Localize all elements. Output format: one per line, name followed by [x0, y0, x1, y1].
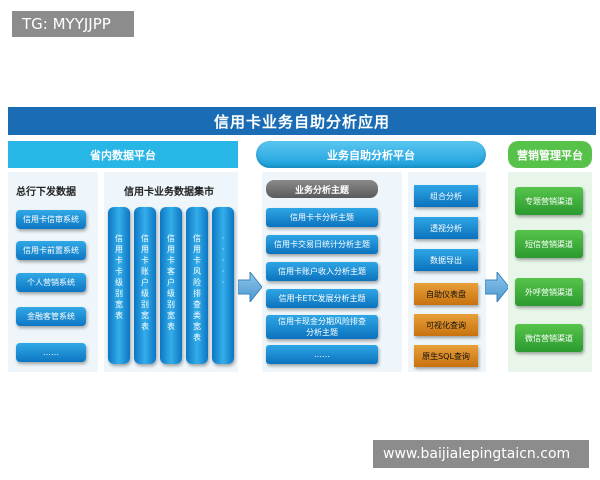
section-header-right-text: 营销管理平台	[517, 148, 583, 162]
datamart-column-char: ·	[221, 267, 225, 276]
tool-data-export[interactable]: 数据导出	[414, 249, 478, 271]
left-item-0[interactable]: 信用卡信审系统	[16, 210, 86, 229]
diagram-title: 信用卡业务自助分析应用	[8, 107, 596, 135]
channel-wechat-marketing[interactable]: 微信营销渠道	[515, 324, 583, 352]
datamart-column-char: 用	[141, 245, 149, 254]
topics-header: 业务分析主题	[266, 180, 378, 198]
left-item-2[interactable]: 个人营销系统	[16, 273, 86, 292]
datamart-column-char: ·	[221, 245, 225, 254]
datamart-column-customer[interactable]: 信用卡客户级别宽表	[160, 207, 182, 364]
datamart-column-char: 查	[193, 300, 201, 309]
topic-item-5[interactable]: ……	[266, 345, 378, 364]
flow-arrow-right-icon	[485, 272, 509, 302]
datamart-column-char: 户	[167, 278, 175, 287]
datamart-column-char: 别	[167, 300, 175, 309]
section-header-left: 省内数据平台	[8, 141, 238, 168]
datamart-column-char: 卡	[167, 256, 175, 265]
topic-item-4[interactable]: 信用卡现金分期风险排查 分析主题	[266, 315, 378, 339]
datamart-column-char: 表	[115, 311, 123, 320]
topic-item-2[interactable]: 信用卡账户收入分析主题	[266, 262, 378, 281]
datamart-column-char: 用	[167, 245, 175, 254]
datamart-column-char: 宽	[167, 311, 175, 320]
panel-headquarters-data	[8, 172, 98, 372]
datamart-column-char: 信	[193, 234, 201, 243]
datamart-column-char: 信	[141, 234, 149, 243]
panel-datamart-label: 信用卡业务数据集市	[124, 187, 214, 198]
datamart-column-char: 表	[193, 333, 201, 342]
datamart-column-char: 账	[141, 267, 149, 276]
datamart-column-more[interactable]: · · · · ·	[212, 207, 234, 364]
datamart-column-char: 户	[141, 278, 149, 287]
datamart-column-char: 用	[193, 245, 201, 254]
datamart-column-char: 表	[141, 322, 149, 331]
tool-sql-query[interactable]: 原生SQL查询	[414, 345, 478, 367]
left-item-4[interactable]: ……	[16, 343, 86, 362]
datamart-column-card[interactable]: 信用卡卡级别宽表	[108, 207, 130, 364]
watermark-bottom-right: www.baijialepingtaicn.com	[373, 440, 589, 468]
section-header-middle-text: 业务自助分析平台	[327, 148, 415, 162]
datamart-column-char: 级	[167, 289, 175, 298]
datamart-column-char: 宽	[115, 300, 123, 309]
datamart-column-char: 客	[167, 267, 175, 276]
datamart-column-char: ·	[221, 234, 225, 243]
tool-visual-query[interactable]: 可视化查询	[414, 314, 478, 336]
datamart-column-char: 卡	[141, 256, 149, 265]
watermark-bottom-right-text: www.baijialepingtaicn.com	[383, 446, 571, 462]
tool-pivot-analysis[interactable]: 透视分析	[414, 217, 478, 239]
channel-call-marketing[interactable]: 外呼营销渠道	[515, 278, 583, 306]
channel-sms-marketing[interactable]: 短信营销渠道	[515, 230, 583, 258]
datamart-column-char: 表	[167, 322, 175, 331]
left-item-1[interactable]: 信用卡前置系统	[16, 241, 86, 260]
datamart-column-char: 排	[193, 289, 201, 298]
flow-arrow-right-icon	[238, 272, 262, 302]
channel-topic-marketing[interactable]: 专题营销渠道	[515, 187, 583, 215]
panel-headquarters-label: 总行下发数据	[16, 187, 76, 198]
datamart-column-char: 卡	[193, 256, 201, 265]
section-header-middle: 业务自助分析平台	[256, 141, 486, 168]
datamart-column-char: 宽	[141, 311, 149, 320]
topic-item-0[interactable]: 信用卡卡分析主题	[266, 208, 378, 227]
left-item-3[interactable]: 金融客管系统	[16, 307, 86, 326]
datamart-column-char: 风	[193, 267, 201, 276]
datamart-column-char: 级	[141, 289, 149, 298]
datamart-column-char: 险	[193, 278, 201, 287]
datamart-column-char: ·	[221, 278, 225, 287]
datamart-column-char: 别	[141, 300, 149, 309]
datamart-column-account[interactable]: 信用卡账户级别宽表	[134, 207, 156, 364]
datamart-column-char: 级	[115, 278, 123, 287]
tool-dashboard[interactable]: 自助仪表盘	[414, 283, 478, 305]
tool-combo-analysis[interactable]: 组合分析	[414, 185, 478, 207]
datamart-column-char: ·	[221, 256, 225, 265]
datamart-column-char: 卡	[115, 256, 123, 265]
datamart-column-risk[interactable]: 信用卡风险排查类宽表	[186, 207, 208, 364]
datamart-column-char: 宽	[193, 322, 201, 331]
topic-item-3[interactable]: 信用卡ETC发展分析主题	[266, 289, 378, 308]
topic-item-1[interactable]: 信用卡交易日统计分析主题	[266, 235, 378, 254]
datamart-column-char: 信	[115, 234, 123, 243]
watermark-top-left: TG: MYYJJPP	[12, 11, 134, 37]
datamart-column-char: 别	[115, 289, 123, 298]
datamart-column-char: 类	[193, 311, 201, 320]
datamart-column-char: 用	[115, 245, 123, 254]
diagram-title-text: 信用卡业务自助分析应用	[213, 112, 390, 131]
datamart-column-char: 卡	[115, 267, 123, 276]
datamart-column-char: 信	[167, 234, 175, 243]
section-header-right: 营销管理平台	[508, 141, 592, 168]
watermark-top-left-text: TG: MYYJJPP	[22, 15, 111, 33]
section-header-left-text: 省内数据平台	[90, 148, 156, 162]
